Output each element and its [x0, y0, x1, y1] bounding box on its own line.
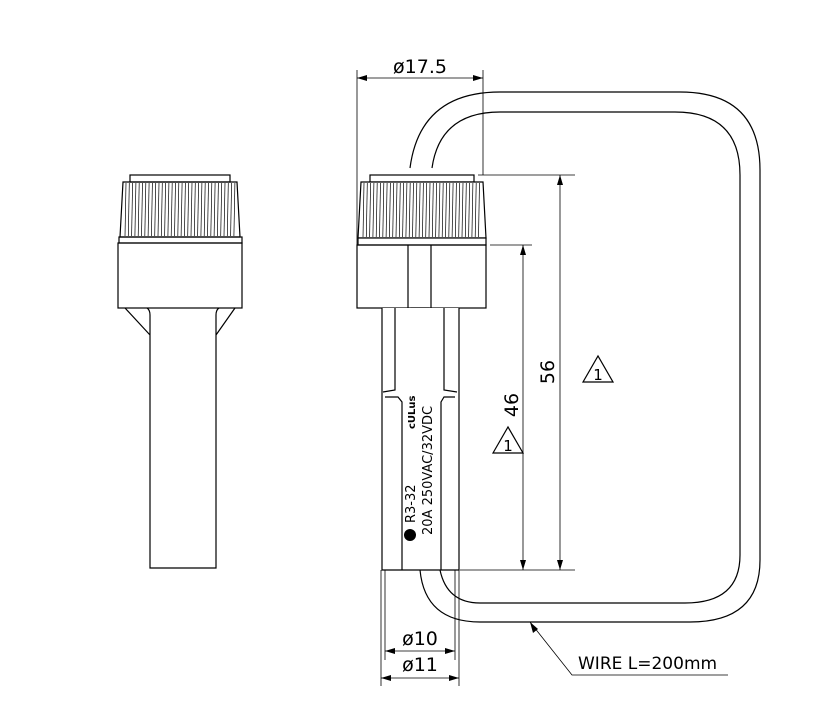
note-triangle-icon: [491, 425, 525, 454]
ul-logo: cULus: [407, 395, 418, 429]
wire-leader: WIRE L=200mm: [529, 621, 728, 676]
dim-body-length: 46 1: [490, 244, 532, 570]
fuse-sleeve: [381, 308, 460, 571]
svg-text:1: 1: [593, 366, 603, 384]
knurl-lines: [124, 182, 236, 237]
wire-inner: [431, 111, 741, 604]
cap-top-rim: [129, 174, 231, 183]
wire-length-label: WIRE L=200mm: [578, 654, 717, 674]
cap-top-rim: [369, 174, 475, 183]
marking: R3-32 20A 250VAC/32VDC cULus: [404, 395, 436, 541]
dim-overall-length: 56 1: [460, 174, 615, 571]
rating-text: 20A 250VAC/32VDC: [421, 406, 436, 535]
svg-text:ø10: ø10: [402, 628, 438, 650]
wire-outer: [409, 91, 761, 623]
svg-text:ø11: ø11: [402, 654, 438, 676]
dim-cap-diameter: ø17.5: [356, 56, 484, 245]
dim-inner-diameter: ø10: [384, 570, 456, 660]
svg-text:ø17.5: ø17.5: [393, 56, 447, 78]
holder-body: [356, 244, 487, 309]
svg-text:56: 56: [537, 360, 559, 384]
cap-bottom-rim: [118, 236, 243, 244]
holder-shaft: [124, 307, 236, 569]
model-text: R3-32: [404, 484, 419, 523]
note-triangle-icon: [581, 354, 615, 383]
cap-bottom-rim: [357, 237, 487, 246]
side-view: [117, 174, 243, 569]
knurl-lines: [362, 182, 480, 238]
body-slot: [407, 245, 432, 308]
dim-outer-diameter: ø11: [380, 570, 460, 686]
svg-text:1: 1: [503, 437, 513, 455]
front-view: R3-32 20A 250VAC/32VDC cULus ø17.5 56 1 …: [356, 56, 761, 686]
cert-mark-icon: [404, 529, 416, 541]
svg-text:46: 46: [501, 393, 523, 417]
holder-body: [117, 242, 243, 309]
